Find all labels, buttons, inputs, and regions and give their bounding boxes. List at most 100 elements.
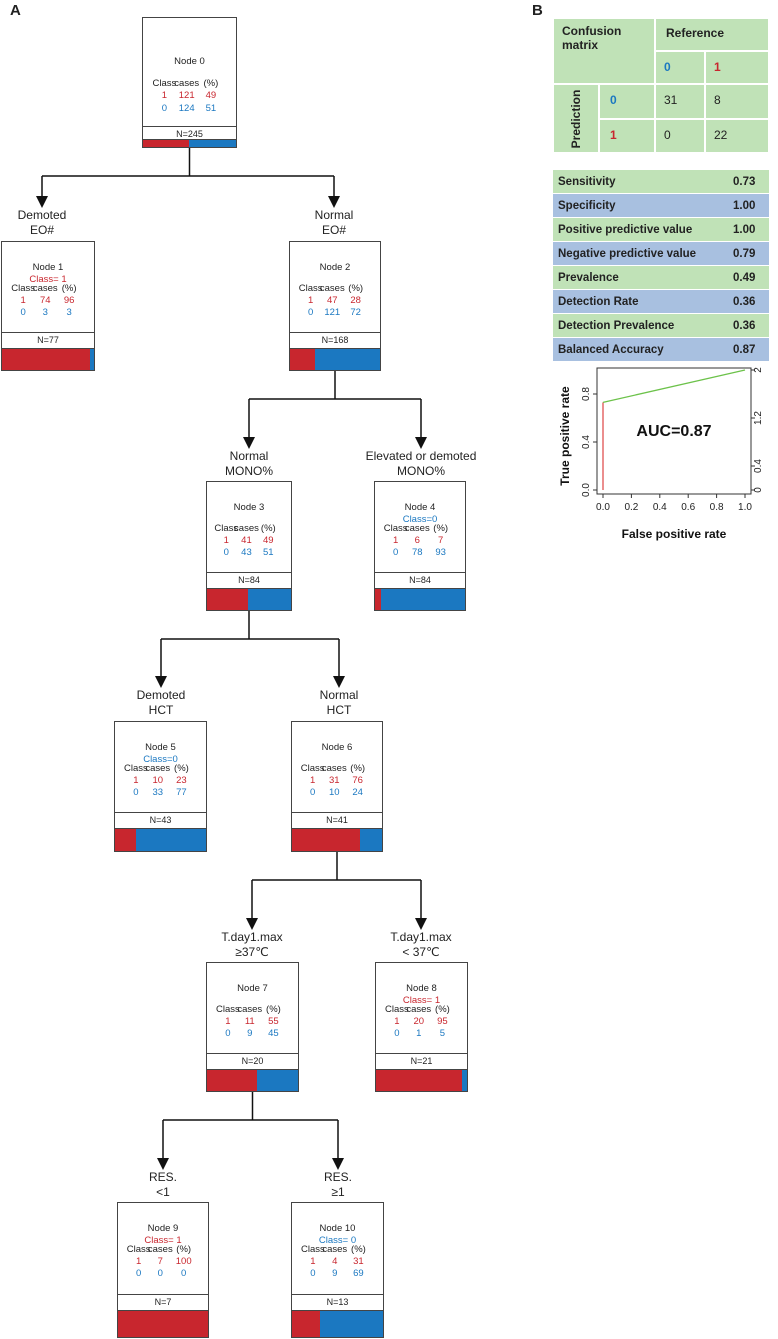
cm-value-1-0: 0 (655, 119, 705, 153)
node-cell: 1 (393, 535, 399, 546)
bar-segment-class-1 (376, 1070, 463, 1091)
metric-name: Prevalence (558, 271, 619, 284)
header-class: Class (214, 523, 239, 534)
metric-name: Sensitivity (558, 175, 616, 188)
node-count: N=21 (376, 1053, 467, 1068)
node-cell: 0 (310, 787, 316, 798)
node-cell: 121 (178, 90, 195, 101)
metric-name: Negative predictive value (558, 247, 697, 260)
header-pct: (%) (350, 763, 366, 774)
y-tick-label: 0.0 (581, 483, 592, 497)
node-title: Node 4 (404, 502, 436, 513)
node-cell: 95 (437, 1016, 448, 1027)
header-cases: cases (406, 1004, 432, 1015)
node-count: N=20 (207, 1053, 298, 1068)
node-cell: 47 (327, 295, 338, 306)
node-row-class-1: 1 74 96 (2, 295, 94, 307)
header-cases: cases (322, 1244, 348, 1255)
metric-value: 0.49 (733, 271, 756, 284)
node-cell: 96 (63, 295, 75, 306)
bar-segment-class-0 (381, 589, 465, 610)
node-cell: 6 (414, 535, 420, 546)
node-cell: 1 (20, 295, 26, 306)
header-class: Class (300, 763, 325, 774)
node-cell: 3 (42, 307, 48, 318)
node-cell: 0 (225, 1028, 231, 1039)
class-proportion-bar (2, 348, 94, 370)
node-cell: 5 (439, 1028, 446, 1039)
cm-reference-header: Reference (655, 18, 769, 51)
header-class: Class (298, 283, 323, 294)
bar-segment-class-1 (207, 1070, 258, 1091)
node-class-label: Class=0 (143, 754, 178, 765)
cm-pred-class-1: 1 (599, 119, 655, 153)
cm-value: 31 (664, 93, 678, 107)
header-class: Class (126, 1244, 151, 1255)
colorbar-tick-label: 1.2 (753, 411, 764, 425)
node-cell: 31 (353, 1256, 364, 1267)
metric-name: Positive predictive value (558, 223, 693, 236)
class-proportion-bar (292, 1310, 383, 1337)
cm-value-1-1: 22 (705, 119, 769, 153)
bar-segment-class-0 (135, 829, 206, 851)
header-pct: (%) (433, 523, 449, 534)
edge-label-line: RES. (148, 1170, 177, 1184)
cm-title: Confusion matrix (562, 24, 622, 52)
y-axis-label: True positive rate (558, 386, 572, 486)
edge-label-line: MONO% (225, 464, 273, 478)
node-title: Node 5 (145, 742, 176, 753)
cm-value-0-0: 31 (655, 84, 705, 119)
edge-label-line: ≥37℃ (235, 945, 269, 959)
node-cell: 74 (39, 295, 51, 306)
bar-segment-class-1 (115, 829, 136, 851)
y-tick-label: 0.4 (581, 435, 592, 449)
panel-label-b: B (532, 2, 543, 19)
node-cell: 1 (308, 295, 314, 306)
x-tick-label: 0.6 (681, 502, 695, 513)
node-cell: 49 (263, 535, 274, 546)
node-cell: 51 (263, 547, 274, 558)
node-title: Node 0 (174, 56, 205, 67)
edge-label-node-7: T.day1.max≥37℃ (172, 930, 332, 960)
edge-label-line: T.day1.max (390, 930, 452, 944)
node-cell: 9 (332, 1268, 338, 1279)
node-class-label: Class= 0 (318, 1235, 357, 1246)
header-class: Class (152, 78, 177, 89)
bar-segment-class-1 (118, 1311, 208, 1337)
node-cell: 72 (350, 307, 361, 318)
node-cell: 1 (416, 1028, 422, 1039)
cm-value: 8 (714, 93, 721, 107)
node-title: Node 7 (237, 983, 268, 994)
edge-label-line: RES. (323, 1170, 352, 1184)
confusion-matrix: Confusion matrix Reference 0 1 Predictio… (553, 18, 769, 153)
node-cell: 0 (394, 1028, 400, 1039)
edge-label-node-10: RES.≥1 (258, 1170, 418, 1200)
node-count: N=84 (207, 572, 291, 587)
bar-segment-class-0 (248, 589, 291, 610)
header-cases: cases (147, 1244, 173, 1255)
metric-name: Detection Rate (558, 295, 639, 308)
node-count: N=84 (375, 572, 465, 587)
node-title: Node 2 (319, 262, 351, 273)
cm-pred-class-1-label: 1 (610, 128, 617, 142)
edge-label-line: Demoted (136, 688, 186, 702)
